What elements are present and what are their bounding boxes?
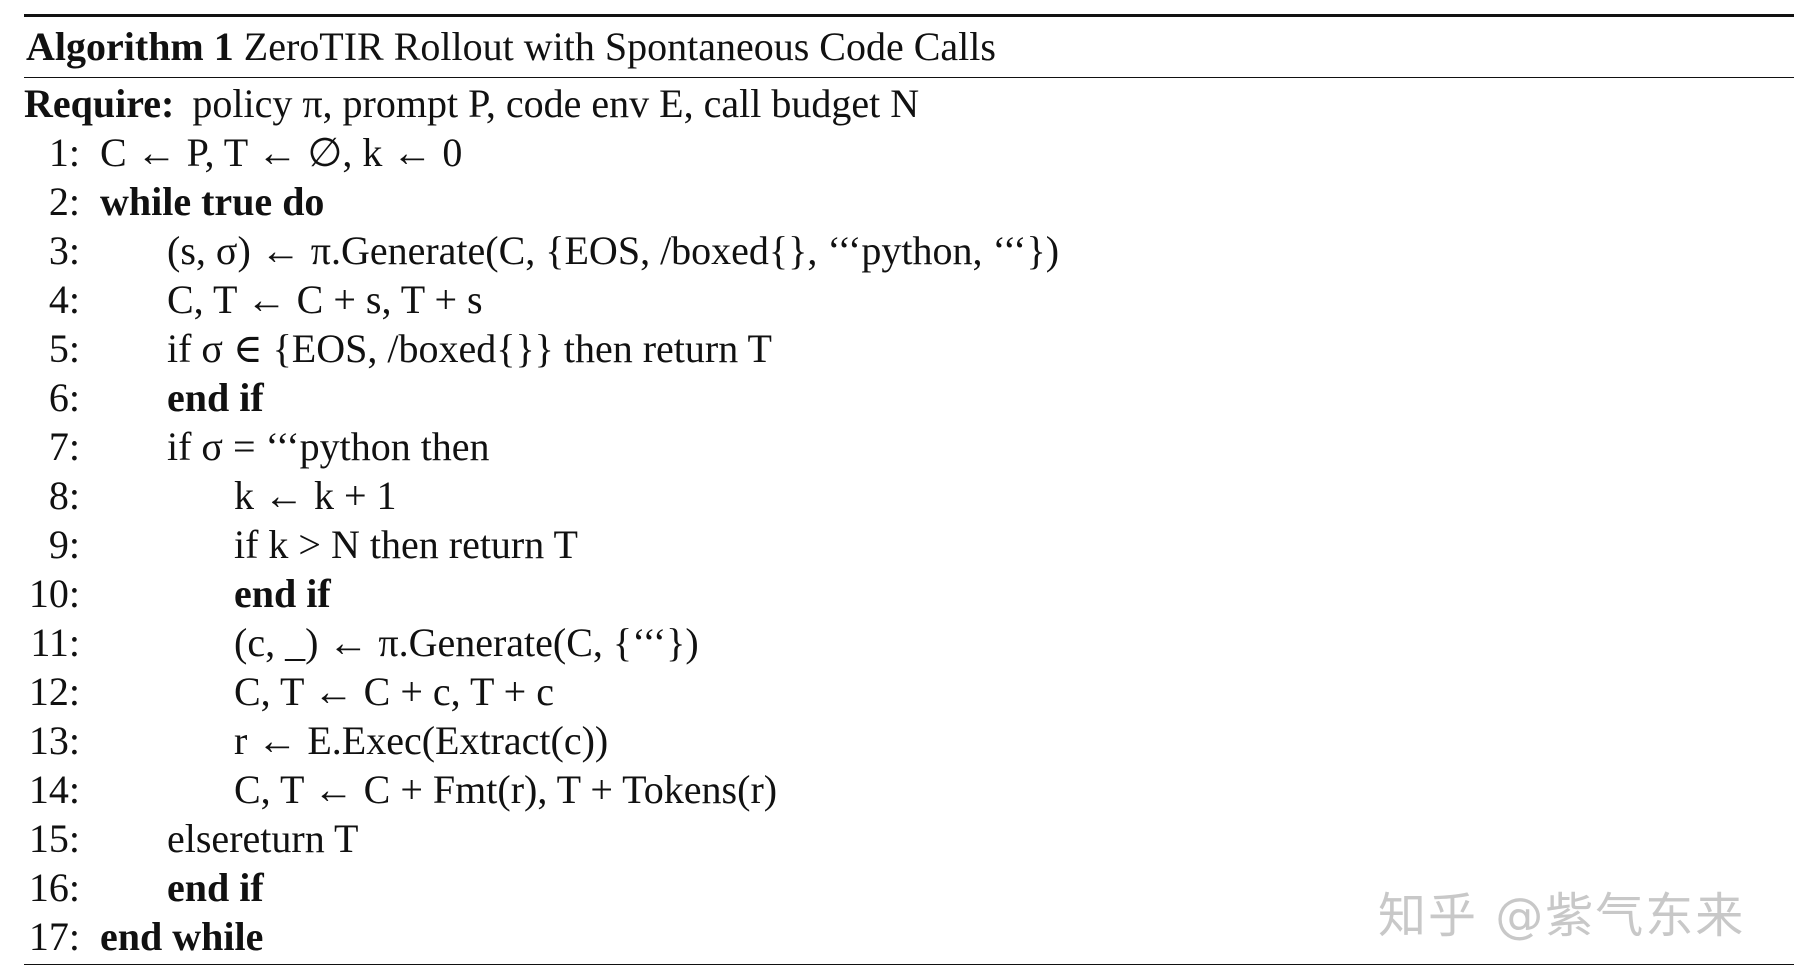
line-code: if σ = ‘‘‘python then (167, 424, 490, 469)
algorithm-label: Algorithm 1 (26, 24, 234, 69)
line-number: 17: (28, 914, 80, 959)
line-code: if k > N then return T (234, 522, 578, 567)
line-code: r ← E.Exec(Extract(c)) (234, 718, 609, 763)
line-number: 5: (48, 326, 80, 371)
algorithm-box: Algorithm 1 ZeroTIR Rollout with Spontan… (24, 14, 1794, 78)
line-code: end if (167, 375, 264, 420)
line-number: 15: (28, 816, 80, 861)
line-number: 13: (28, 718, 80, 763)
bottom-rule (24, 964, 1794, 965)
algorithm-title: ZeroTIR Rollout with Spontaneous Code Ca… (243, 24, 996, 69)
line-number: 16: (28, 865, 80, 910)
line-number: 6: (48, 375, 80, 420)
line-code: end if (234, 571, 331, 616)
line-code: C ← P, T ← ∅, k ← 0 (100, 130, 463, 175)
line-number: 1: (48, 130, 80, 175)
algorithm-caption: Algorithm 1 ZeroTIR Rollout with Spontan… (24, 17, 1794, 77)
line-number: 11: (30, 620, 80, 665)
line-number: 4: (48, 277, 80, 322)
line-code: elsereturn T (167, 816, 359, 861)
line-code: (s, σ) ← π.Generate(C, {EOS, /boxed{}, ‘… (167, 228, 1060, 273)
line-number: 10: (28, 571, 80, 616)
line-number: 12: (28, 669, 80, 714)
top-rule (24, 14, 1794, 17)
line-number: 9: (48, 522, 80, 567)
line-number: 3: (48, 228, 80, 273)
line-code: if σ ∈ {EOS, /boxed{}} then return T (167, 326, 772, 371)
line-code: C, T ← C + c, T + c (234, 669, 554, 714)
line-code: (c, _) ← π.Generate(C, {‘‘‘}) (234, 620, 699, 665)
line-code: while true do (100, 179, 325, 224)
line-code: C, T ← C + s, T + s (167, 277, 483, 322)
require-text: policy π, prompt P, code env E, call bud… (192, 81, 920, 126)
line-number: 7: (48, 424, 80, 469)
caption-rule (24, 77, 1794, 78)
line-number: 8: (48, 473, 80, 518)
watermark-text: 知乎 @紫气东来 (1378, 888, 1746, 944)
line-number: 14: (28, 767, 80, 812)
line-code: end if (167, 865, 264, 910)
line-number: 2: (48, 179, 80, 224)
line-code: k ← k + 1 (234, 473, 397, 518)
require-label: Require: (24, 81, 175, 126)
line-code: end while (100, 914, 264, 959)
line-code: C, T ← C + Fmt(r), T + Tokens(r) (234, 767, 778, 812)
require-line: Require: policy π, prompt P, code env E, … (24, 80, 919, 128)
